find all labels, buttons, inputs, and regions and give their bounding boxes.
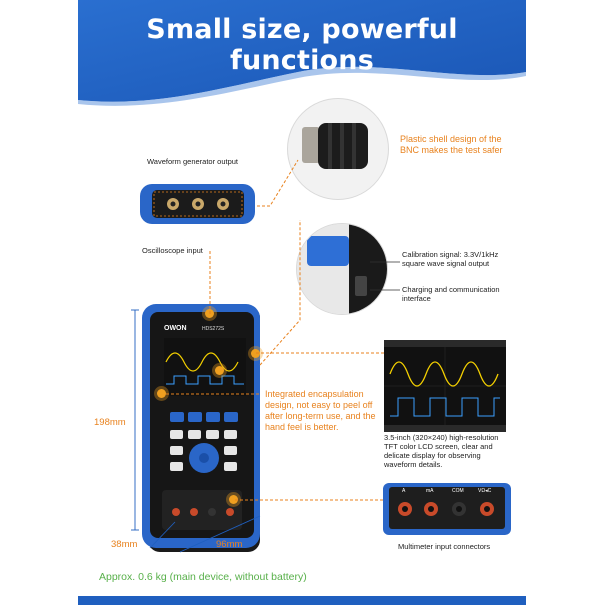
width-dimension: 96mm (216, 539, 243, 550)
multimeter-connectors-image (383, 483, 511, 535)
depth-dimension: 38mm (111, 539, 138, 550)
device-top-image (140, 184, 255, 224)
hotspot-connectors (229, 495, 238, 504)
terminal-label-com: COM (452, 488, 464, 494)
bnc-connector-image (302, 123, 368, 169)
multimeter-connectors-label: Multimeter input connectors (398, 542, 491, 551)
svg-text:OWON: OWON (164, 325, 187, 332)
hotspot-side (215, 366, 224, 375)
screen-closeup-image (384, 340, 506, 432)
height-dimension: 198mm (94, 417, 126, 428)
hotspot-encapsulation (157, 389, 166, 398)
port-leader-lines (370, 261, 400, 291)
charging-interface-label: Charging and communication interface (402, 285, 500, 303)
weight-label: Approx. 0.6 kg (main device, without bat… (99, 571, 307, 583)
svg-text:HDS272S: HDS272S (202, 326, 225, 332)
header-banner (78, 0, 526, 106)
oscilloscope-input-label: Oscilloscope input (142, 246, 203, 255)
screen-description-label: 3.5-inch (320×240) high-resolution TFT c… (384, 433, 499, 469)
hotspot-screen (251, 349, 260, 358)
terminal-label-ma: mA (426, 488, 434, 494)
dimension-lines (131, 309, 261, 553)
main-device-image: OWON HDS272S (142, 304, 260, 552)
footer-bar (78, 596, 526, 605)
bnc-caption: Plastic shell design of the BNC makes th… (400, 134, 503, 155)
encapsulation-label: Integrated encapsulation design, not eas… (265, 389, 376, 432)
calibration-signal-label: Calibration signal: 3.3V/1kHz square wav… (402, 250, 499, 268)
device-leader-lines (166, 220, 385, 501)
page-title: Small size, powerful functions (146, 14, 458, 76)
waveform-output-label: Waveform generator output (147, 157, 239, 166)
terminal-label-v: VΩ◂C (478, 488, 492, 494)
terminal-label-a: A (402, 488, 406, 494)
bnc-callout (287, 98, 389, 200)
